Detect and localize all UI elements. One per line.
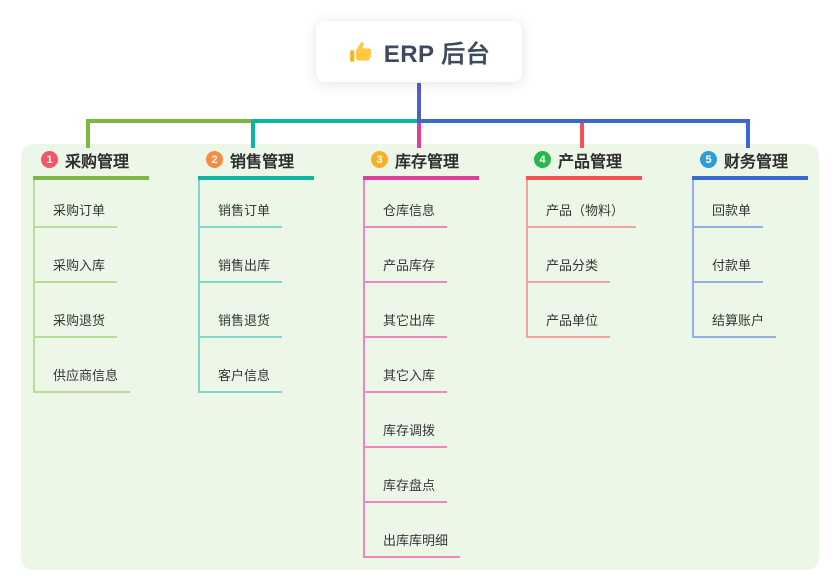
branch-children: 采购订单 采购入库 采购退货 供应商信息 [33,180,131,393]
child-node[interactable]: 产品分类 [528,228,611,283]
child-node[interactable]: 结算账户 [694,283,777,338]
child-node[interactable]: 回款单 [694,180,764,228]
branch-title-product[interactable]: 4 产品管理 [526,148,642,180]
branch-children: 产品（物料） 产品分类 产品单位 [526,180,637,338]
child-node[interactable]: 采购退货 [35,283,118,338]
child-node[interactable]: 其它入库 [365,338,448,393]
connector-drop-finance [746,119,750,148]
child-node[interactable]: 销售订单 [200,180,283,228]
branch-inventory: 3 库存管理 仓库信息 产品库存 其它出库 其它入库 库存调拨 库存盘点 出库库… [363,148,479,558]
branch-label: 财务管理 [724,153,789,171]
branch-title-inventory[interactable]: 3 库存管理 [363,148,479,180]
branch-title-sales[interactable]: 2 销售管理 [198,148,314,180]
branch-title-finance[interactable]: 5 财务管理 [692,148,808,180]
child-node[interactable]: 产品单位 [528,283,611,338]
root-label: ERP 后台 [383,41,491,68]
branch-children: 销售订单 销售出库 销售退货 客户信息 [198,180,283,393]
child-node[interactable]: 客户信息 [200,338,283,393]
branch-label: 销售管理 [230,153,295,171]
child-node[interactable]: 供应商信息 [35,338,131,393]
connector-bus-sales [251,119,419,123]
background-panel [21,144,819,570]
child-node[interactable]: 产品库存 [365,228,448,283]
root-node[interactable]: ERP 后台 [316,21,522,82]
connector-drop-purchase [86,119,90,148]
connector-drop-product [580,119,584,148]
branch-children: 仓库信息 产品库存 其它出库 其它入库 库存调拨 库存盘点 出库库明细 [363,180,461,558]
child-node[interactable]: 库存调拨 [365,393,448,448]
thumbs-up-icon [348,39,374,65]
child-node[interactable]: 采购订单 [35,180,118,228]
branch-finance: 5 财务管理 回款单 付款单 结算账户 [692,148,808,338]
branch-sales: 2 销售管理 销售订单 销售出库 销售退货 客户信息 [198,148,314,393]
branch-purchase: 1 采购管理 采购订单 采购入库 采购退货 供应商信息 [33,148,149,393]
badge-4: 4 [534,151,551,168]
branch-label: 产品管理 [558,153,623,171]
branch-children: 回款单 付款单 结算账户 [692,180,777,338]
connector-drop-sales [251,119,255,148]
connector-root-drop [417,83,421,123]
branch-label: 采购管理 [65,153,130,171]
child-node[interactable]: 付款单 [694,228,764,283]
branch-product: 4 产品管理 产品（物料） 产品分类 产品单位 [526,148,642,338]
badge-2: 2 [206,151,223,168]
badge-3: 3 [371,151,388,168]
child-node[interactable]: 仓库信息 [365,180,448,228]
branch-label: 库存管理 [395,153,460,171]
child-node[interactable]: 其它出库 [365,283,448,338]
child-node[interactable]: 销售出库 [200,228,283,283]
child-node[interactable]: 出库库明细 [365,503,461,558]
child-node[interactable]: 销售退货 [200,283,283,338]
badge-1: 1 [41,151,58,168]
child-node[interactable]: 库存盘点 [365,448,448,503]
badge-5: 5 [700,151,717,168]
connector-drop-inventory [417,122,421,148]
connector-bus-finance [419,119,750,123]
child-node[interactable]: 产品（物料） [528,180,637,228]
branch-title-purchase[interactable]: 1 采购管理 [33,148,149,180]
child-node[interactable]: 采购入库 [35,228,118,283]
